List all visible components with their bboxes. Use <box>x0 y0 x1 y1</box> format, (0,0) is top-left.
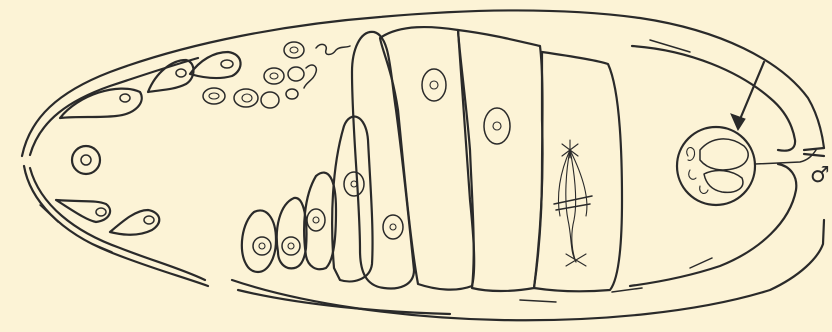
germ-cell-nucleus <box>81 155 91 165</box>
follicle-8 <box>534 52 622 291</box>
follicle-4-nucleus <box>344 172 364 196</box>
germ-cell <box>72 146 100 174</box>
follicle-5 <box>352 32 414 289</box>
lower-cell-2 <box>110 210 159 235</box>
oogonium-1-nucleus <box>290 47 298 53</box>
epithelium-dash-5 <box>690 258 712 268</box>
lower-cell-2-nucleus <box>144 216 154 224</box>
follicle-1-nucleus <box>253 237 271 255</box>
follicle-7-nucleolus <box>493 122 501 130</box>
oogonium-4-nucleus <box>209 93 219 99</box>
inner-layer-upper-left <box>30 58 198 155</box>
oogonium-5-nucleus <box>242 94 252 102</box>
follicle-5-nucleus <box>383 215 403 239</box>
follicle-2 <box>277 198 307 268</box>
pointer-arrow <box>731 62 764 130</box>
oogonium-1 <box>284 42 304 58</box>
mitotic-spindle <box>554 140 592 266</box>
oogonium-7 <box>286 89 298 99</box>
follicle-6 <box>380 27 474 290</box>
arrow-head <box>731 114 745 130</box>
terminal-cell-curl-1 <box>687 148 695 161</box>
follicle-7-nucleus <box>484 108 510 144</box>
epithelium-dash-1 <box>40 205 58 222</box>
terminal-cell-inner-1 <box>700 139 748 170</box>
oogonium-6 <box>261 92 279 108</box>
follicle-2-nucleus <box>282 237 300 255</box>
oogonium-2-nucleus <box>270 73 278 79</box>
oogonium-5 <box>234 89 258 107</box>
apical-cell-2 <box>148 60 194 92</box>
male-symbol-label: ♂ <box>810 163 830 188</box>
oogonia-squiggle-2 <box>304 65 316 88</box>
follicle-7 <box>458 30 543 291</box>
germarium <box>56 52 241 235</box>
terminal-cell-inner-2 <box>704 171 743 193</box>
apical-cell-2-nucleus <box>176 69 186 77</box>
follicle-3-nucleus <box>307 209 325 231</box>
follicle-2-nucleolus <box>288 243 294 249</box>
spindle-aster-bottom <box>566 254 586 266</box>
terminal-cell-curl-3 <box>700 186 708 193</box>
epithelium-dash-4 <box>612 288 642 292</box>
follicle-6-nucleus <box>422 69 446 101</box>
oogonium-3 <box>288 67 304 81</box>
arrow-shaft <box>738 62 764 124</box>
terminal-stalk <box>755 150 816 164</box>
outer-sheath <box>22 10 824 320</box>
inner-layer-lower-left <box>30 168 205 280</box>
apical-cell-1-nucleus <box>120 94 130 102</box>
spindle-aster-top <box>562 140 578 158</box>
follicle-5-nucleolus <box>390 224 396 230</box>
terminal-cell <box>677 127 755 205</box>
follicle-1 <box>242 210 276 272</box>
follicle-1-nucleolus <box>259 243 265 249</box>
oogonium-4 <box>203 88 225 104</box>
follicle-3-nucleolus <box>313 217 319 223</box>
inner-layer-upper-right <box>632 46 795 151</box>
inner-layer-bottom <box>238 290 450 314</box>
follicle-6-nucleolus <box>430 81 438 89</box>
outer-sheath-upper <box>22 10 824 156</box>
oogonia-squiggle-1 <box>316 44 350 54</box>
oogonium-2 <box>264 68 284 84</box>
apical-cell-3-nucleus <box>221 60 233 68</box>
inner-layer-lower-right <box>630 164 796 286</box>
lower-cell-1-nucleus <box>96 208 106 216</box>
terminal-cell-curl-2 <box>689 170 696 179</box>
epithelium-dash-3 <box>520 300 556 302</box>
follicle-4 <box>332 117 372 282</box>
